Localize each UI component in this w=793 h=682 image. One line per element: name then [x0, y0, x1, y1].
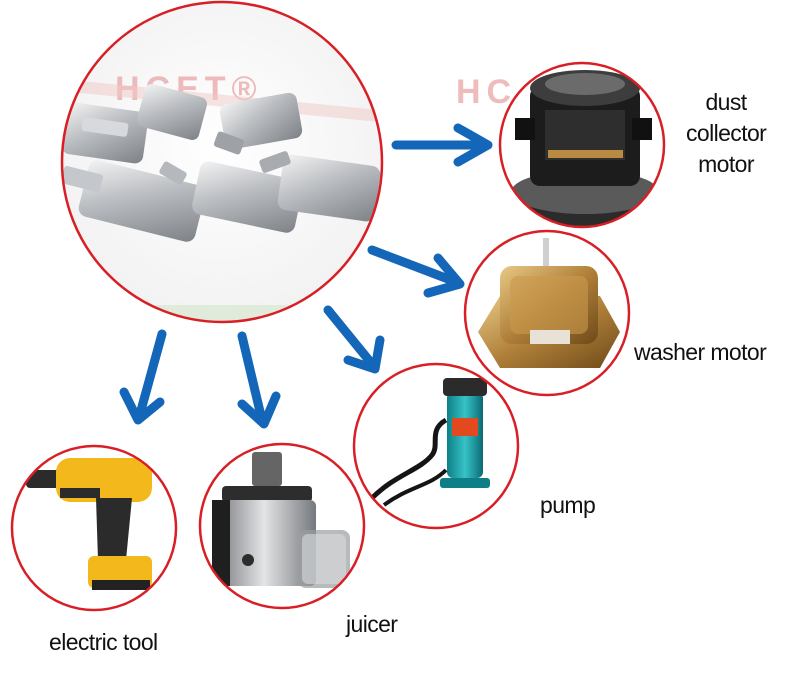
- source-circle-border: [60, 0, 384, 324]
- thermal-protector-parts-image: HCET®: [60, 0, 384, 324]
- label-pump: pump: [540, 492, 596, 518]
- metal-part: [159, 131, 291, 185]
- pump-image: [352, 362, 520, 530]
- metal-part: [219, 92, 303, 150]
- metal-part: [192, 161, 303, 233]
- juicer-image: [198, 442, 366, 610]
- label-washer-motor: washer motor: [634, 339, 767, 365]
- arrow-to-washer-motor: [367, 245, 465, 298]
- washer-motor-image: [463, 229, 631, 397]
- arrow-to-pump: [323, 305, 385, 374]
- metal-part: [277, 154, 381, 222]
- metal-part: [136, 84, 208, 140]
- dust-collector-motor-image: [498, 61, 666, 229]
- electric-tool-image: [10, 444, 178, 612]
- label-dust-collector-motor: dust collector motor: [686, 89, 767, 177]
- arrow-to-electric-tool: [119, 329, 167, 425]
- arrow-to-juicer: [237, 331, 281, 429]
- metal-part: [62, 102, 149, 164]
- label-juicer: juicer: [346, 611, 398, 637]
- arrow-to-dust-collector-motor: [391, 123, 493, 167]
- label-electric-tool: electric tool: [49, 629, 158, 655]
- watermark-partial-text: HC: [456, 73, 517, 111]
